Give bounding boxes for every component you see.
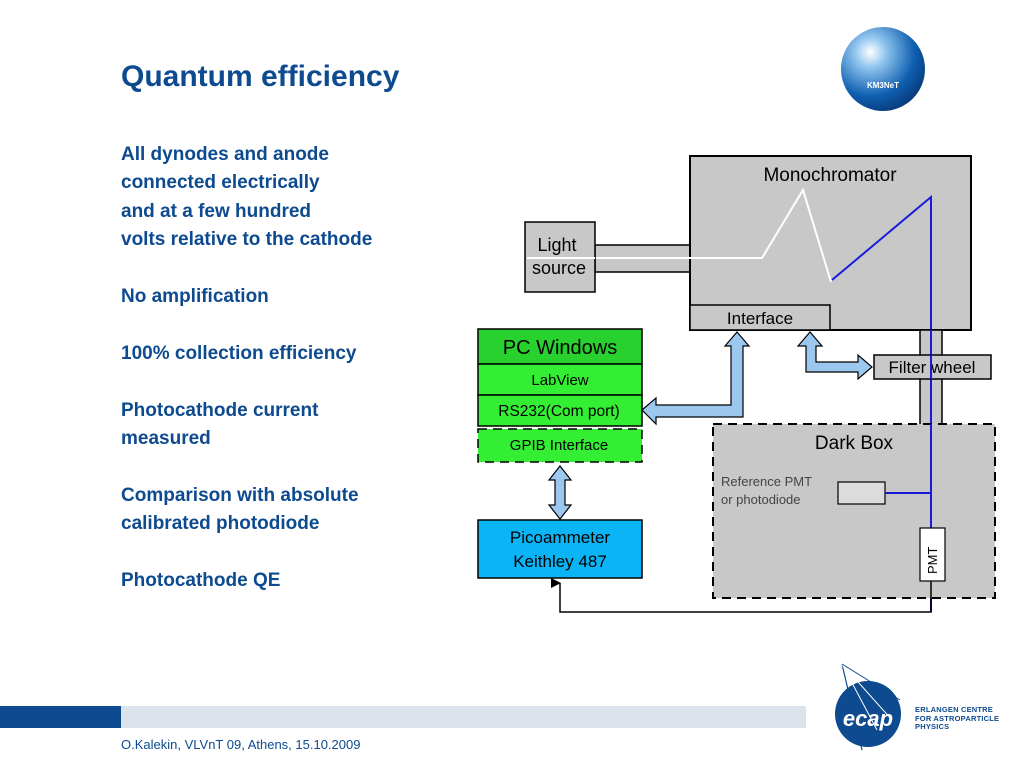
light-beam [527, 187, 832, 283]
bullet-line: volts relative to the cathode [121, 229, 373, 251]
bullet-line: and at a few hundred [121, 200, 312, 222]
bullet-list: All dynodes and anode connected electric… [121, 141, 451, 624]
labview-box [477, 363, 643, 396]
bullet-line: connected electrically [121, 172, 320, 194]
bullet-dynodes: All dynodes and anode connected electric… [121, 141, 451, 255]
rs232-box [477, 394, 643, 427]
reference-detector [837, 481, 886, 505]
gpib-picoammeter-arrow [547, 465, 573, 520]
pmt-box [919, 527, 946, 582]
filter-wheel-box [873, 354, 992, 380]
slide-title: Quantum efficiency [121, 60, 400, 93]
ecap-name: ERLANGEN CENTRE FOR ASTROPARTICLE PHYSIC… [915, 705, 1000, 732]
km3net-logo: KM3NeT [841, 27, 925, 111]
reference-label-1: Reference PMT [721, 474, 812, 489]
interface-box [689, 304, 831, 331]
reference-label-2: or photodiode [721, 492, 801, 507]
bullet-line: Photocathode current [121, 399, 319, 421]
footer-bar-accent [0, 706, 121, 728]
interface-label: Interface [727, 309, 793, 328]
monochromator-box [689, 155, 972, 331]
pc-windows-box [477, 328, 643, 365]
gpib-box [477, 428, 643, 463]
picoammeter-label-1: Picoammeter [510, 528, 610, 547]
picoammeter-box [477, 519, 643, 579]
bullet-line: All dynodes and anode [121, 144, 329, 165]
ecap-logo: ecap [835, 663, 901, 751]
bullet-line: calibrated photodiode [121, 513, 320, 535]
bullet-line: Comparison with absolute [121, 484, 359, 506]
bullet-photocathode-qe: Photocathode QE [121, 567, 451, 595]
interface-filter-arrow [796, 331, 873, 381]
monochromator-label: Monochromator [763, 165, 897, 186]
rs232-label: RS232(Com port) [498, 403, 619, 420]
bullet-line: No amplification [121, 286, 269, 308]
ecap-name-line: FOR ASTROPARTICLE [915, 713, 1000, 723]
dark-box [712, 423, 996, 599]
labview-label: LabView [531, 372, 588, 389]
light-source-label-1: Light [537, 235, 576, 255]
bullet-line: 100% collection efficiency [121, 342, 357, 364]
footer-bar [121, 706, 806, 728]
ecap-mark: ecap [843, 706, 893, 731]
km3net-label: KM3NeT [867, 81, 899, 90]
bullet-comparison: Comparison with absolute calibrated phot… [121, 482, 451, 539]
bullet-line: measured [121, 428, 211, 450]
dark-box-label: Dark Box [815, 433, 894, 454]
gpib-label: GPIB Interface [510, 437, 608, 454]
pc-windows-label: PC Windows [503, 337, 617, 359]
bullet-collection-efficiency: 100% collection efficiency [121, 340, 451, 368]
pmt-signal-line [551, 578, 932, 613]
bullet-line: Photocathode QE [121, 570, 281, 592]
ecap-name-line: PHYSICS [915, 722, 950, 731]
rs232-interface-arrow [641, 331, 751, 426]
pmt-label: PMT [925, 547, 940, 575]
light-source-label-2: source [532, 258, 586, 278]
footer-credit: O.Kalekin, VLVnT 09, Athens, 15.10.2009 [121, 737, 361, 752]
bullet-photocathode-current: Photocathode current measured [121, 397, 451, 454]
picoammeter-label-2: Keithley 487 [513, 552, 607, 571]
ecap-name-line: ERLANGEN CENTRE [915, 705, 994, 714]
bullet-no-amplification: No amplification [121, 283, 451, 311]
